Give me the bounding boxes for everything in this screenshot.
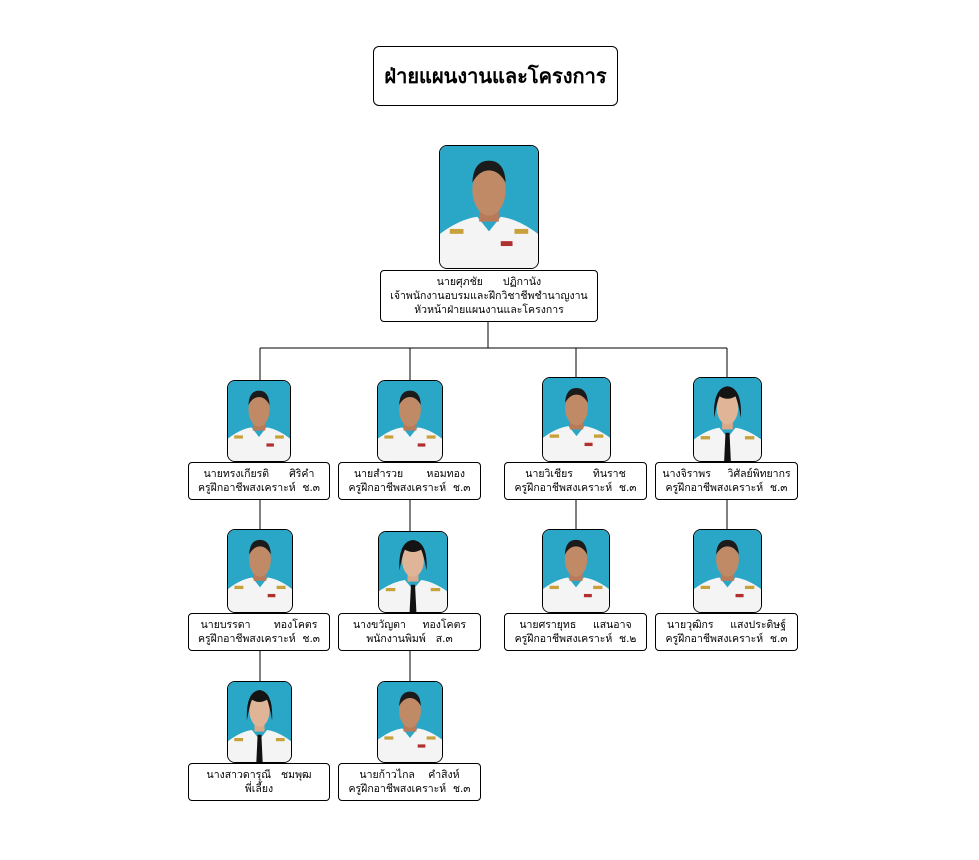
card-col2-row2: นางขวัญตา ทองโคตร พนักงานพิมพ์ ส.๓ <box>338 613 481 651</box>
head-name: นายศุภชัย ปฏิกานัง <box>436 276 542 288</box>
photo-col2-row1 <box>377 380 443 462</box>
member-name: นายสำรวย หอมทอง <box>353 468 466 480</box>
member-position: พี่เลี้ยง <box>244 783 274 795</box>
card-col3-row1: นายวิเชียร ทินราช ครูฝึกอาชีพสงเคราะห์ ช… <box>504 462 647 500</box>
portrait-image <box>694 530 761 612</box>
head-photo <box>439 145 539 269</box>
card-col3-row2: นายศรายุทธ แสนอาจ ครูฝึกอาชีพสงเคราะห์ ช… <box>504 613 647 651</box>
portrait-image <box>379 532 447 612</box>
card-col1-row3: นางสาวดารุณี ชมพุฒ พี่เลี้ยง <box>188 763 330 801</box>
photo-col1-row1 <box>227 380 291 462</box>
portrait-image <box>378 381 442 461</box>
card-col1-row2: นายบรรดา ทองโคตร ครูฝึกอาชีพสงเคราะห์ ช.… <box>188 613 330 651</box>
member-name: นางสาวดารุณี ชมพุฒ <box>206 769 312 781</box>
photo-col3-row2 <box>542 529 610 613</box>
member-name: นางจิราพร วิศัลย์พิทยากร <box>662 468 791 480</box>
member-position: พนักงานพิมพ์ ส.๓ <box>366 633 453 645</box>
portrait-image <box>228 381 290 461</box>
member-position: ครูฝึกอาชีพสงเคราะห์ ช.๓ <box>348 783 471 795</box>
portrait-image <box>228 682 291 762</box>
head-position: เจ้าพนักงานอบรมและฝึกวิชาชีพชำนาญงาน <box>390 290 588 302</box>
member-position: ครูฝึกอาชีพสงเคราะห์ ช.๒ <box>514 633 637 645</box>
photo-col2-row2 <box>378 531 448 613</box>
head-card: นายศุภชัย ปฏิกานัง เจ้าพนักงานอบรมและฝึก… <box>380 270 598 322</box>
member-position: ครูฝึกอาชีพสงเคราะห์ ช.๓ <box>348 482 471 494</box>
portrait-image <box>440 146 538 268</box>
member-name: นายบรรดา ทองโคตร <box>200 619 318 631</box>
member-name: นางขวัญตา ทองโคตร <box>352 619 467 631</box>
head-role: หัวหน้าฝ่ายแผนงานและโครงการ <box>414 304 564 316</box>
photo-col1-row3 <box>227 681 292 763</box>
member-position: ครูฝึกอาชีพสงเคราะห์ ช.๓ <box>514 482 637 494</box>
photo-col4-row1 <box>693 377 762 462</box>
photo-col2-row3 <box>377 681 443 763</box>
member-position: ครูฝึกอาชีพสงเคราะห์ ช.๓ <box>665 633 788 645</box>
member-name: นายวุฒิกร แสงประดิษฐ์ <box>666 619 787 631</box>
member-name: นายทรงเกียรติ ศิริคำ <box>203 468 315 480</box>
member-position: ครูฝึกอาชีพสงเคราะห์ ช.๓ <box>665 482 788 494</box>
photo-col4-row2 <box>693 529 762 613</box>
card-col1-row1: นายทรงเกียรติ ศิริคำ ครูฝึกอาชีพสงเคราะห… <box>188 462 330 500</box>
photo-col1-row2 <box>227 529 293 613</box>
chart-title: ฝ่ายแผนงานและโครงการ <box>373 46 618 106</box>
portrait-image <box>694 378 761 461</box>
card-col2-row3: นายก้าวไกล คำสิงห์ ครูฝึกอาชีพสงเคราะห์ … <box>338 763 481 801</box>
member-name: นายศรายุทธ แสนอาจ <box>519 619 632 631</box>
card-col2-row1: นายสำรวย หอมทอง ครูฝึกอาชีพสงเคราะห์ ช.๓ <box>338 462 481 500</box>
member-name: นายก้าวไกล คำสิงห์ <box>359 769 460 781</box>
photo-col3-row1 <box>542 377 611 462</box>
card-col4-row2: นายวุฒิกร แสงประดิษฐ์ ครูฝึกอาชีพสงเคราะ… <box>655 613 798 651</box>
portrait-image <box>228 530 292 612</box>
portrait-image <box>543 530 609 612</box>
portrait-image <box>378 682 442 762</box>
member-position: ครูฝึกอาชีพสงเคราะห์ ช.๓ <box>198 482 320 494</box>
member-name: นายวิเชียร ทินราช <box>525 468 626 480</box>
member-position: ครูฝึกอาชีพสงเคราะห์ ช.๓ <box>198 633 320 645</box>
card-col4-row1: นางจิราพร วิศัลย์พิทยากร ครูฝึกอาชีพสงเค… <box>655 462 798 500</box>
portrait-image <box>543 378 610 461</box>
